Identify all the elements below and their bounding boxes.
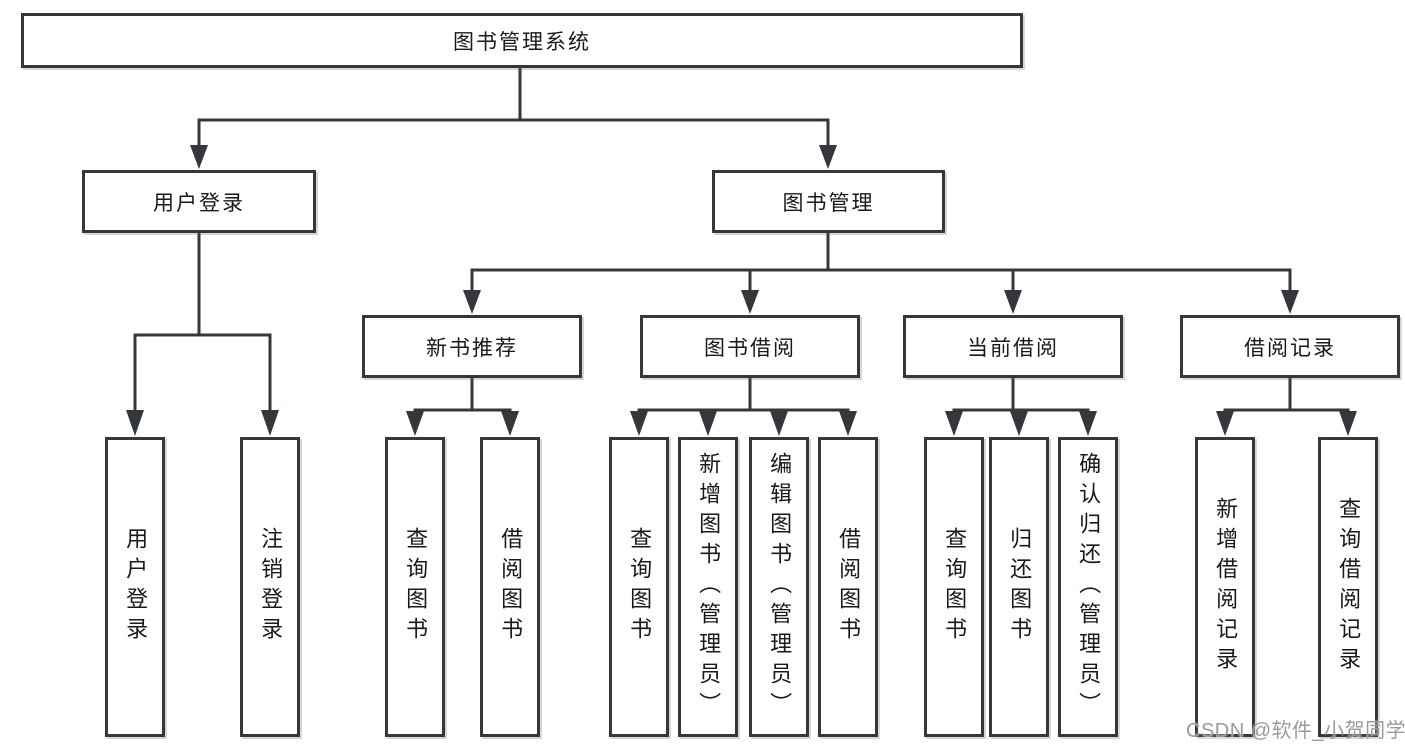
leaf-user-login: 用户登录 (105, 437, 165, 737)
leaf-current-return-book: 归还图书 (989, 437, 1049, 737)
leaf-records-query-record: 查询借阅记录 (1318, 437, 1378, 737)
leaf-borrowing-borrow-book: 借阅图书 (818, 437, 878, 737)
node-book-borrowing: 图书借阅 (640, 315, 860, 378)
node-user-login: 用户登录 (82, 170, 316, 233)
leaf-borrowing-add-book-admin: 新增图书（管理员） (678, 437, 738, 737)
node-root-system: 图书管理系统 (21, 13, 1023, 68)
leaf-current-query-book: 查询图书 (924, 437, 984, 737)
node-borrowing-records: 借阅记录 (1180, 315, 1400, 378)
leaf-logout: 注销登录 (240, 437, 300, 737)
node-new-book-recommend: 新书推荐 (362, 315, 582, 378)
leaf-current-confirm-return-admin: 确认归还（管理员） (1058, 437, 1118, 737)
watermark-text: CSDN @软件_小贺同学 (1186, 720, 1405, 742)
leaf-records-add-record: 新增借阅记录 (1195, 437, 1255, 737)
leaf-borrowing-query-book: 查询图书 (609, 437, 669, 737)
node-current-borrowing: 当前借阅 (903, 315, 1123, 378)
leaf-newbooks-borrow-book: 借阅图书 (480, 437, 540, 737)
leaf-newbooks-query-book: 查询图书 (385, 437, 445, 737)
arrowheads (126, 145, 1357, 436)
node-book-management: 图书管理 (712, 170, 945, 233)
leaf-borrowing-edit-book-admin: 编辑图书（管理员） (749, 437, 809, 737)
